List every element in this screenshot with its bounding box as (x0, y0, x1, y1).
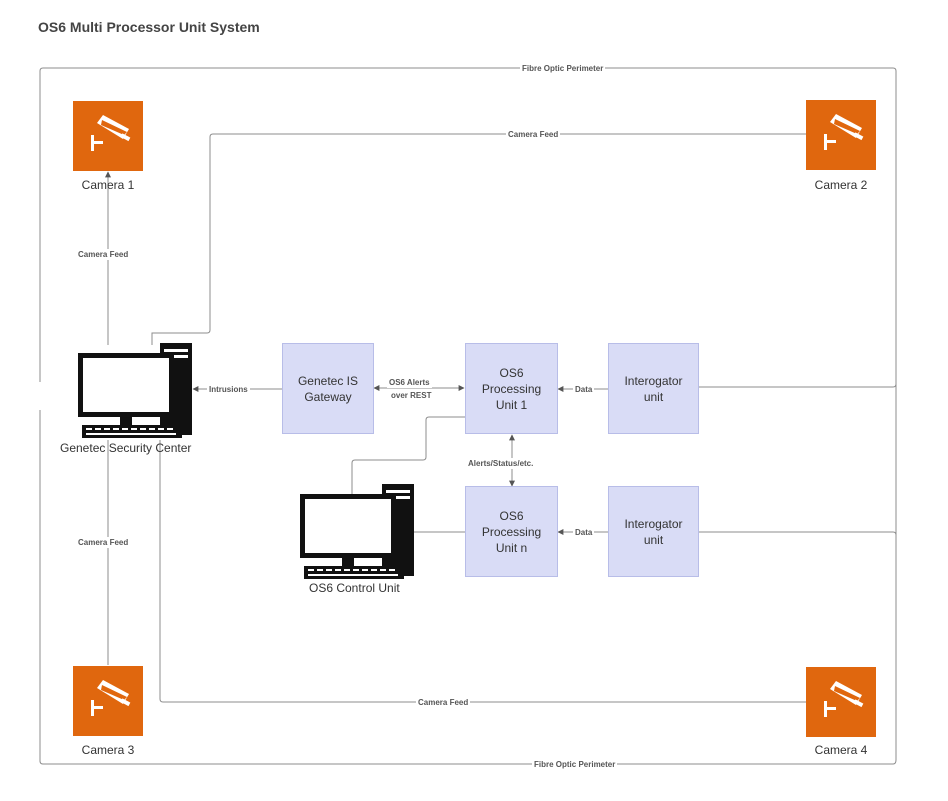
processing-1-label-line-1: OS6 (499, 365, 524, 380)
camera3-feed-label: Camera Feed (76, 537, 131, 548)
interrogator-2-label-line-2: unit (643, 532, 664, 547)
camera1-feed-label: Camera Feed (76, 249, 131, 260)
camera2-feed-label: Camera Feed (506, 129, 561, 140)
intrusions-label: Intrusions (207, 384, 250, 395)
alerts-rest-label-2: over REST (389, 390, 434, 401)
camera2-feed-line (151, 133, 808, 345)
camera-1-tile (73, 101, 143, 171)
alerts-rest-label-1: OS6 Alerts (387, 377, 432, 388)
data-label-1: Data (573, 384, 595, 395)
gateway-label-line-2: Gateway (304, 389, 352, 404)
alerts-status-label: Alerts/Status/etc. (466, 458, 536, 469)
data-label-2: Data (573, 527, 595, 538)
desktop-computer-icon (78, 343, 192, 438)
interrogator-1-label-line-2: unit (643, 389, 664, 404)
security-center-computer (78, 343, 196, 441)
cctv-camera-icon (91, 680, 131, 716)
processing-1-label-line-3: Unit 1 (495, 397, 528, 412)
processing-unit-n-box: OS6 Processing Unit n (465, 486, 558, 577)
perimeter-top-label: Fibre Optic Perimeter (520, 63, 606, 74)
control-unit-link-line (351, 416, 465, 495)
diagram-title: OS6 Multi Processor Unit System (38, 19, 260, 35)
camera-4-label: Camera 4 (814, 743, 868, 757)
camera4-feed-line (159, 440, 808, 703)
processing-n-label-line-1: OS6 (499, 508, 524, 523)
interrogator-unit-1-box: Interogator unit (608, 343, 699, 434)
interrogator-2-label-line-1: Interogator (624, 516, 683, 531)
control-unit-computer (300, 484, 418, 582)
processing-n-label-line-2: Processing (481, 524, 542, 539)
processing-unit-1-box: OS6 Processing Unit 1 (465, 343, 558, 434)
control-unit-label: OS6 Control Unit (309, 581, 400, 595)
interrogator2-perimeter-line (698, 531, 897, 536)
genetec-is-gateway-box: Genetec IS Gateway (282, 343, 374, 434)
camera-4-tile (806, 667, 876, 737)
camera-3-tile (73, 666, 143, 736)
security-center-label: Genetec Security Center (60, 441, 192, 455)
camera-2-label: Camera 2 (814, 178, 868, 192)
camera-1-label: Camera 1 (81, 178, 135, 192)
gateway-label-line-1: Genetec IS (297, 373, 359, 388)
camera4-feed-label: Camera Feed (416, 697, 471, 708)
cctv-camera-icon (824, 681, 864, 717)
interrogator-unit-2-box: Interogator unit (608, 486, 699, 577)
interrogator-1-label-line-1: Interogator (624, 373, 683, 388)
camera-2-tile (806, 100, 876, 170)
perimeter-bottom-label: Fibre Optic Perimeter (532, 759, 618, 770)
cctv-camera-icon (824, 114, 864, 150)
camera-3-label: Camera 3 (81, 743, 135, 757)
desktop-computer-icon (300, 484, 414, 579)
interrogator1-perimeter-line (698, 383, 897, 388)
processing-1-label-line-2: Processing (481, 381, 542, 396)
fibre-optic-perimeter-line (39, 67, 897, 765)
cctv-camera-icon (91, 115, 131, 151)
processing-n-label-line-3: Unit n (495, 540, 528, 555)
